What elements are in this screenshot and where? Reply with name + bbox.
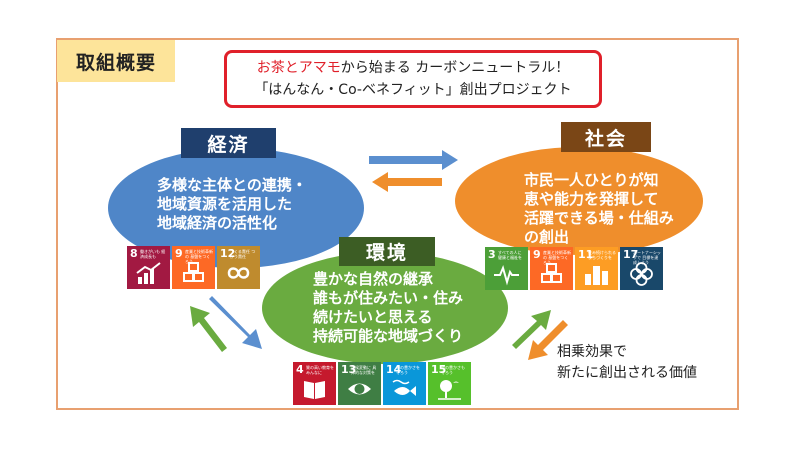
economy-line: 多様な主体との連携・ xyxy=(157,176,307,194)
arrow-env-to-econ xyxy=(190,306,227,352)
flower-rings-icon xyxy=(630,262,653,286)
sdg-9-icon: 9 産業と技術革新の 基盤をつくろう xyxy=(530,247,573,290)
eye-globe-icon xyxy=(348,383,371,395)
arrow-env-to-soc xyxy=(512,310,551,349)
fish-icon xyxy=(392,379,416,396)
overview-frame xyxy=(56,38,739,410)
sdg-4-icon: 4 質の高い教育を みんなに xyxy=(293,362,336,405)
sdg-number: 14 xyxy=(386,363,402,376)
environment-text: 豊かな自然の継承 誰もが住みたい・住み 続けたいと思える 持続可能な地域づくり xyxy=(313,270,463,346)
sdg-3-icon: 3 すべての人に 健康と福祉を xyxy=(485,247,528,290)
environment-sdg-icons: 4 質の高い教育を みんなに 13 気候変動に 具体的な対策を 14 海の豊かさ… xyxy=(293,362,471,405)
society-line: 恵や能力を発揮して xyxy=(524,190,659,208)
environment-line: 続けたいと思える xyxy=(313,308,433,326)
society-line: 市民一人ひとりが知 xyxy=(524,171,659,189)
sdg-number: 8 xyxy=(130,247,138,260)
city-icon xyxy=(585,266,608,285)
sdg-caption: 働きがいも 経済成長も xyxy=(140,249,166,259)
economy-text: 多様な主体との連携・ 地域資源を活用した 地域経済の活性化 xyxy=(157,176,307,233)
sdg-number: 11 xyxy=(578,248,594,261)
sdg-number: 9 xyxy=(175,247,183,260)
project-headline: お茶とアマモから始まる カーボンニュートラル！ 「はんなん・Co-ベネフィット」… xyxy=(224,50,602,108)
economy-line: 地域資源を活用した xyxy=(157,195,293,213)
headline-rest: から始まる カーボンニュートラル！ xyxy=(340,60,570,76)
environment-label: 環境 xyxy=(339,237,435,266)
sdg-caption: 産業と技術革新の 基盤をつくろう xyxy=(185,249,213,264)
headline-line-2: 「はんなん・Co-ベネフィット」創出プロジェクト xyxy=(254,82,572,98)
title-tab: 取組概要 xyxy=(57,40,175,82)
society-text: 市民一人ひとりが知 恵や能力を発揮して 活躍できる場・仕組み の創出 xyxy=(524,171,674,247)
book-icon xyxy=(304,381,325,399)
sdg-caption: 質の高い教育を みんなに xyxy=(306,365,334,375)
sdg-12-icon: 12 つくる責任 つかう責任 xyxy=(217,246,260,289)
sdg-caption: つくる責任 つかう責任 xyxy=(230,249,256,259)
economy-line: 地域経済の活性化 xyxy=(157,214,278,232)
headline-highlight: お茶とアマモ xyxy=(256,60,341,76)
society-label: 社会 xyxy=(561,122,651,152)
economy-label: 経済 xyxy=(181,128,276,158)
headline-line-1: お茶とアマモから始まる カーボンニュートラル！ xyxy=(227,57,599,79)
sdg-number: 4 xyxy=(296,363,304,376)
growth-chart-icon xyxy=(136,262,161,284)
sdg-8-icon: 8 働きがいも 経済成長も xyxy=(127,246,170,289)
sdg-15-icon: 15 陸の豊かさも 守ろう xyxy=(428,362,471,405)
cubes-icon xyxy=(541,263,562,283)
arrow-soc-to-econ xyxy=(372,172,442,192)
sdg-number: 3 xyxy=(488,248,496,261)
society-line: の創出 xyxy=(524,228,570,246)
arrow-econ-to-soc xyxy=(369,150,458,170)
society-circle xyxy=(455,147,703,255)
sdg-caption: 産業と技術革新の 基盤をつくろう xyxy=(543,250,571,265)
environment-line: 誰もが住みたい・住み xyxy=(313,289,464,307)
environment-circle xyxy=(262,252,508,364)
arrow-synergy xyxy=(528,320,568,360)
synergy-note: 相乗効果で 新たに創出される価値 xyxy=(557,342,697,384)
sdg-14-icon: 14 海の豊かさを 守ろう xyxy=(383,362,426,405)
environment-line: 持続可能な地域づくり xyxy=(313,327,464,345)
sdg-number: 17 xyxy=(623,248,639,261)
environment-line: 豊かな自然の継承 xyxy=(313,270,434,288)
sdg-13-icon: 13 気候変動に 具体的な対策を xyxy=(338,362,381,405)
tree-bird-icon xyxy=(438,380,461,400)
sdg-9-icon: 9 産業と技術革新の 基盤をつくろう xyxy=(172,246,215,289)
sdg-caption: 海の豊かさを 守ろう xyxy=(396,365,420,375)
sdg-17-icon: 17 パートナーシップで 目標を達成しよう xyxy=(620,247,663,290)
sdg-number: 12 xyxy=(220,247,236,260)
sdg-number: 9 xyxy=(533,248,541,261)
sdg-caption: 陸の豊かさも 守ろう xyxy=(441,365,465,375)
sdg-caption: 住み続けられる まちづくりを xyxy=(588,250,616,260)
synergy-note-line: 相乗効果で xyxy=(557,344,627,360)
sdg-caption: 気候変動に 具体的な対策を xyxy=(351,365,377,375)
sdg-number: 13 xyxy=(341,363,357,376)
sdg-11-icon: 11 住み続けられる まちづくりを xyxy=(575,247,618,290)
infinity-icon xyxy=(227,267,250,279)
society-sdg-icons: 3 すべての人に 健康と福祉を 9 産業と技術革新の 基盤をつくろう 11 住み… xyxy=(485,247,663,290)
cubes-icon xyxy=(183,262,204,282)
synergy-note-line: 新たに創出される価値 xyxy=(557,365,697,381)
society-line: 活躍できる場・仕組み xyxy=(524,209,674,227)
sdg-number: 15 xyxy=(431,363,447,376)
sdg-caption: すべての人に 健康と福祉を xyxy=(498,250,522,260)
economy-sdg-icons: 8 働きがいも 経済成長も 9 産業と技術革新の 基盤をつくろう 12 つくる責… xyxy=(127,246,260,289)
arrow-econ-to-env xyxy=(209,296,262,349)
heartbeat-icon xyxy=(494,265,519,286)
